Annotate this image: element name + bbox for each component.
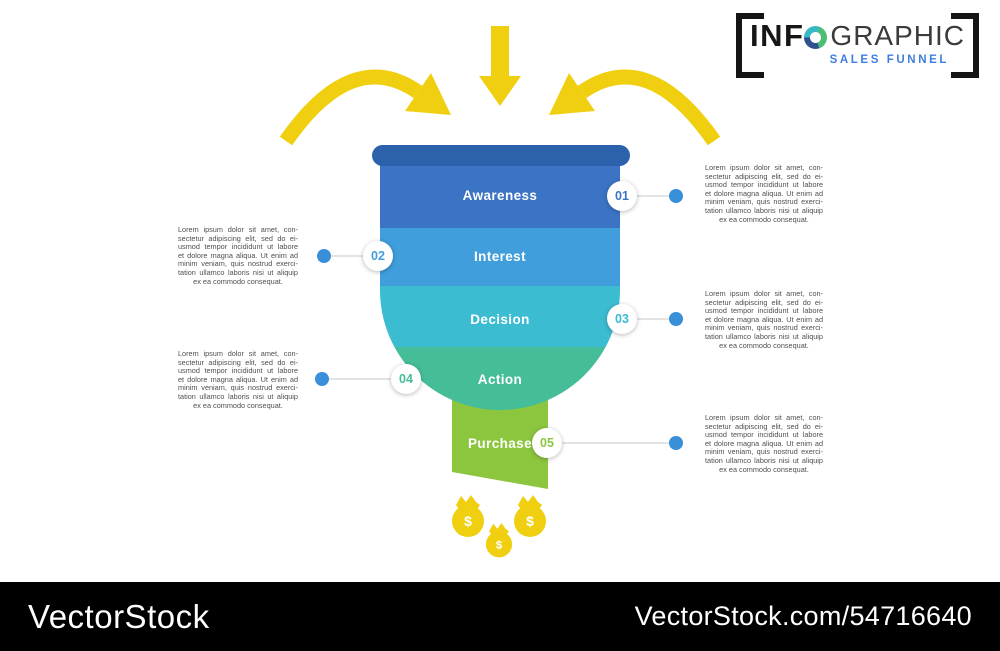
lorem-line: tation ullamco laboris nisi ut aliquip <box>178 268 298 277</box>
lorem-line: minim veniam, quis nostrud exerci- <box>705 324 823 333</box>
lorem-line: ex ea commodo consequat. <box>193 401 283 410</box>
lorem-line: minim veniam, quis nostrud exerci- <box>178 384 298 393</box>
stage-badge-02: 02 <box>363 241 393 271</box>
lorem-block-1: Lorem ipsum dolor sit amet, con- sectetu… <box>705 164 823 224</box>
stage-badge-05: 05 <box>532 428 562 458</box>
funnel-stage-decision-shape <box>380 286 620 347</box>
lorem-line: usmod tempor incididunt ut labore <box>178 243 298 252</box>
stage-badge-03: 03 <box>607 304 637 334</box>
lorem-line: et dolore magna aliqua. Ut enim ad <box>178 251 298 260</box>
lorem-line: Lorem ipsum dolor sit amet, con- <box>178 350 298 358</box>
arrow-curved-left-icon <box>279 69 423 146</box>
logo-subtitle: SALES FUNNEL <box>829 54 949 66</box>
lorem-line: ex ea commodo consequat. <box>719 215 809 224</box>
bracket-left-icon <box>736 13 764 78</box>
dollar-symbol: $ <box>496 539 503 551</box>
lorem-line: ex ea commodo consequat. <box>193 277 283 286</box>
lorem-line: sectetur adipiscing elit, sed do ei- <box>705 298 823 307</box>
dollar-symbol: $ <box>464 513 472 529</box>
arrow-curved-right-icon <box>577 69 721 146</box>
stage-label-decision: Decision <box>470 312 530 327</box>
stage-label-awareness: Awareness <box>462 188 538 203</box>
logo-text-graphic: GRAPHIC <box>830 20 965 51</box>
funnel-stage-interest-shape <box>380 228 620 286</box>
connector-dot-icon <box>669 436 683 450</box>
connector-dot-icon <box>315 372 329 386</box>
logo-text-inf: INF <box>749 18 805 53</box>
lorem-line: usmod tempor incididunt ut labore <box>705 307 823 316</box>
money-bag-icon: $ <box>452 495 484 537</box>
connector-line-2 <box>324 255 378 257</box>
lorem-line: sectetur adipiscing elit, sed do ei- <box>178 234 298 243</box>
funnel-stage-purchase-shape <box>452 400 548 489</box>
lorem-line: et dolore magna aliqua. Ut enim ad <box>705 189 823 198</box>
lorem-line: et dolore magna aliqua. Ut enim ad <box>705 315 823 324</box>
lorem-line: usmod tempor incididunt ut labore <box>178 367 298 376</box>
lorem-line: ex ea commodo consequat. <box>719 341 809 350</box>
arrow-down-icon <box>479 26 521 106</box>
lorem-line: sectetur adipiscing elit, sed do ei- <box>705 172 823 181</box>
arrow-curved-right-head-icon <box>549 73 595 115</box>
logo-wordmark: INF GRAPHIC <box>746 18 969 54</box>
lorem-line: minim veniam, quis nostrud exerci- <box>705 198 823 207</box>
lorem-line: usmod tempor incididunt ut labore <box>705 431 823 440</box>
lorem-line: usmod tempor incididunt ut labore <box>705 181 823 190</box>
lorem-block-3: Lorem ipsum dolor sit amet, con- sectetu… <box>705 290 823 350</box>
logo: INF GRAPHIC SALES FUNNEL <box>736 13 979 78</box>
stage-label-action: Action <box>477 372 523 387</box>
lorem-line: et dolore magna aliqua. Ut enim ad <box>705 439 823 448</box>
connector-dot-icon <box>669 312 683 326</box>
lorem-block-4: Lorem ipsum dolor sit amet, con- sectetu… <box>178 350 298 410</box>
connector-line-5 <box>547 442 676 444</box>
lorem-line: tation ullamco laboris nisi ut aliquip <box>178 392 298 401</box>
lorem-line: tation ullamco laboris nisi ut aliquip <box>705 332 823 341</box>
stage-badge-01: 01 <box>607 181 637 211</box>
lorem-block-2: Lorem ipsum dolor sit amet, con- sectetu… <box>178 226 298 286</box>
stage-label-purchase: Purchase <box>468 436 532 451</box>
funnel-graphic: $ $ $ <box>279 26 721 558</box>
arrow-curved-left-head-icon <box>405 73 451 115</box>
lorem-line: et dolore magna aliqua. Ut enim ad <box>178 375 298 384</box>
stage-label-interest: Interest <box>474 249 526 264</box>
watermark-brand: VectorStock <box>28 597 210 635</box>
funnel-cap <box>372 145 630 166</box>
lorem-block-5: Lorem ipsum dolor sit amet, con- sectetu… <box>705 414 823 474</box>
lorem-line: sectetur adipiscing elit, sed do ei- <box>178 358 298 367</box>
lorem-line: ex ea commodo consequat. <box>719 465 809 474</box>
connector-dot-icon <box>669 189 683 203</box>
watermark-bar: VectorStock VectorStock.com/54716640 <box>0 582 1000 651</box>
lorem-line: minim veniam, quis nostrud exerci- <box>178 260 298 269</box>
money-bag-icon: $ <box>485 522 513 558</box>
lorem-line: Lorem ipsum dolor sit amet, con- <box>705 290 823 298</box>
lorem-line: tation ullamco laboris nisi ut aliquip <box>705 206 823 215</box>
logo-o-icon <box>804 25 828 49</box>
connector-line-4 <box>322 378 406 380</box>
connector-dot-icon <box>317 249 331 263</box>
connector-line-1 <box>622 195 676 197</box>
dollar-symbol: $ <box>526 513 534 529</box>
lorem-line: tation ullamco laboris nisi ut aliquip <box>705 456 823 465</box>
lorem-line: sectetur adipiscing elit, sed do ei- <box>705 422 823 431</box>
watermark-ref: VectorStock.com/54716640 <box>634 601 972 631</box>
lorem-line: Lorem ipsum dolor sit amet, con- <box>705 164 823 172</box>
money-bag-icon: $ <box>514 495 546 537</box>
funnel-stage-awareness-shape <box>380 160 620 228</box>
lorem-line: minim veniam, quis nostrud exerci- <box>705 448 823 457</box>
lorem-line: Lorem ipsum dolor sit amet, con- <box>178 226 298 234</box>
lorem-line: Lorem ipsum dolor sit amet, con- <box>705 414 823 422</box>
connector-line-3 <box>622 318 676 320</box>
bracket-right-icon <box>951 13 979 78</box>
stage-badge-04: 04 <box>391 364 421 394</box>
